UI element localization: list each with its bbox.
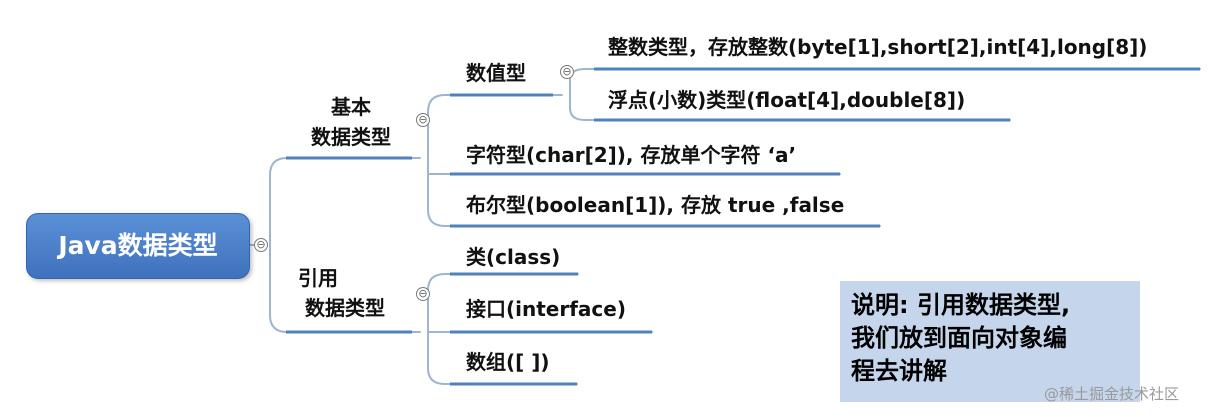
category-primitive-line2: 数据类型 [311,125,391,149]
node-array[interactable]: 数组([ ]) [466,350,550,374]
watermark: @稀土掘金技术社区 [1044,385,1180,403]
node-boolean-type[interactable]: 布尔型(boolean[1]), 存放 true ,false [466,193,845,217]
connector-primitive [411,94,881,227]
node-numeric[interactable]: 数值型 [466,61,526,85]
node-interface[interactable]: 接口(interface) [466,297,626,321]
category-primitive[interactable]: 基本 数据类型 [296,92,406,152]
category-primitive-line1: 基本 [331,95,371,119]
category-reference-line1: 引用 [298,266,338,290]
node-class[interactable]: 类(class) [466,245,561,269]
collapse-toggle-primitive[interactable]: ⊖ [416,113,430,127]
node-integer-type[interactable]: 整数类型，存放整数(byte[1],short[2],int[4],long[8… [608,35,1148,59]
note-box: 说明: 引用数据类型, 我们放到面向对象编 程去讲解 [840,281,1140,402]
category-reference-line2: 数据类型 [305,296,385,320]
node-char-type[interactable]: 字符型(char[2]), 存放单个字符 ‘a’ [466,143,797,167]
collapse-toggle-root[interactable]: ⊖ [254,238,268,252]
category-reference[interactable]: 引用 数据类型 [290,263,400,323]
connector-reference [411,273,653,385]
node-float-type[interactable]: 浮点(小数)类型(float[4],double[8]) [608,88,966,112]
collapse-toggle-numeric[interactable]: ⊖ [560,65,574,79]
root-node-java-data-types[interactable]: Java数据类型 [26,213,250,279]
collapse-toggle-reference[interactable]: ⊖ [416,287,430,301]
